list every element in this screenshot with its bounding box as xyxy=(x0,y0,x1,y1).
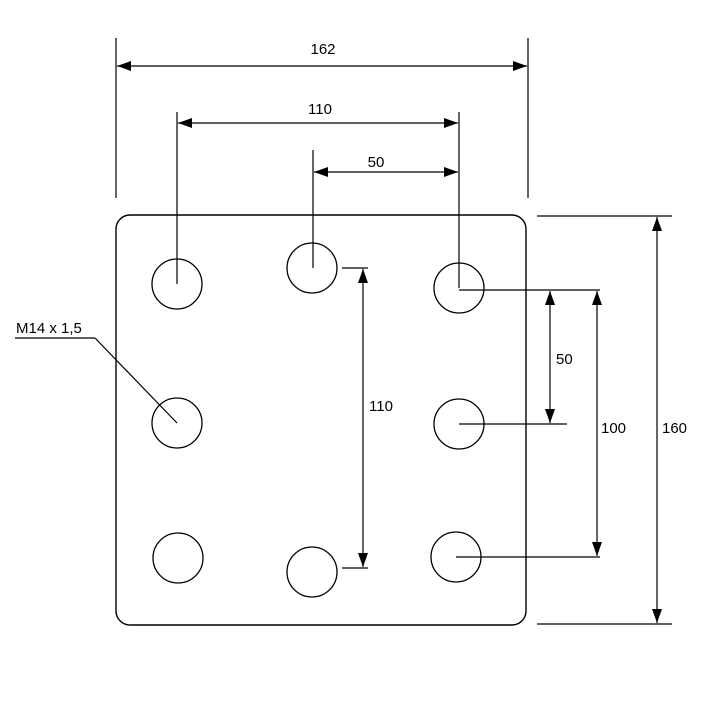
hole-center-bottom xyxy=(286,546,338,598)
thread-callout: M14 x 1,5 xyxy=(15,320,178,424)
plate-outline xyxy=(115,214,527,626)
extension-lines-top xyxy=(115,38,529,288)
dim-half-spacing-h-label: 50 xyxy=(368,154,385,171)
dim-inner-hole-spacing-v-label: 110 xyxy=(369,398,393,415)
dim-outer-hole-spacing-v-label: 100 xyxy=(601,420,626,437)
dimension-half-spacing-h: 50 xyxy=(314,154,458,177)
hole-center-top xyxy=(286,242,338,294)
dim-half-spacing-v-label: 50 xyxy=(556,351,573,368)
hole-pattern xyxy=(151,242,485,598)
dimension-outer-hole-spacing-h: 110 xyxy=(178,101,458,128)
dimension-half-spacing-v: 50 xyxy=(545,291,573,423)
dim-overall-width-label: 162 xyxy=(310,41,335,58)
dim-overall-height-label: 160 xyxy=(662,420,687,437)
dimension-inner-hole-spacing-v: 110 xyxy=(342,267,393,569)
extension-lines-right xyxy=(456,215,672,625)
dimension-outer-hole-spacing-v: 100 xyxy=(592,291,626,556)
dimension-overall-height: 160 xyxy=(652,217,687,623)
dimension-overall-width: 162 xyxy=(117,41,527,71)
thread-label: M14 x 1,5 xyxy=(16,320,82,337)
dim-outer-hole-spacing-h-label: 110 xyxy=(308,101,332,118)
hole-left-bottom xyxy=(152,532,204,584)
